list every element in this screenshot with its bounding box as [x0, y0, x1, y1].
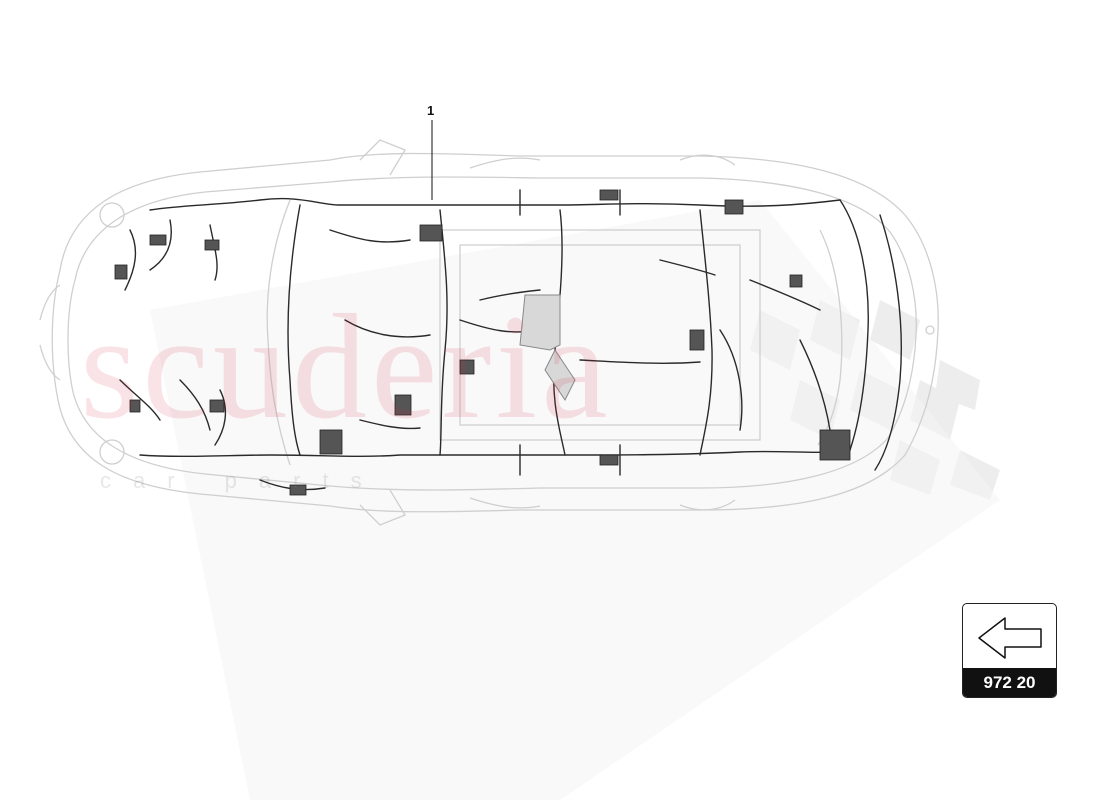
part-callout-number[interactable]: 1 — [427, 103, 435, 118]
background-band — [150, 200, 1000, 800]
reference-code: 972 20 — [963, 668, 1056, 697]
previous-page-button[interactable]: 972 20 — [962, 603, 1057, 698]
wiring-harness — [119, 189, 902, 491]
central-tunnel-module — [519, 294, 576, 401]
car-body-outline — [39, 139, 939, 526]
left-arrow-icon — [978, 617, 1042, 659]
